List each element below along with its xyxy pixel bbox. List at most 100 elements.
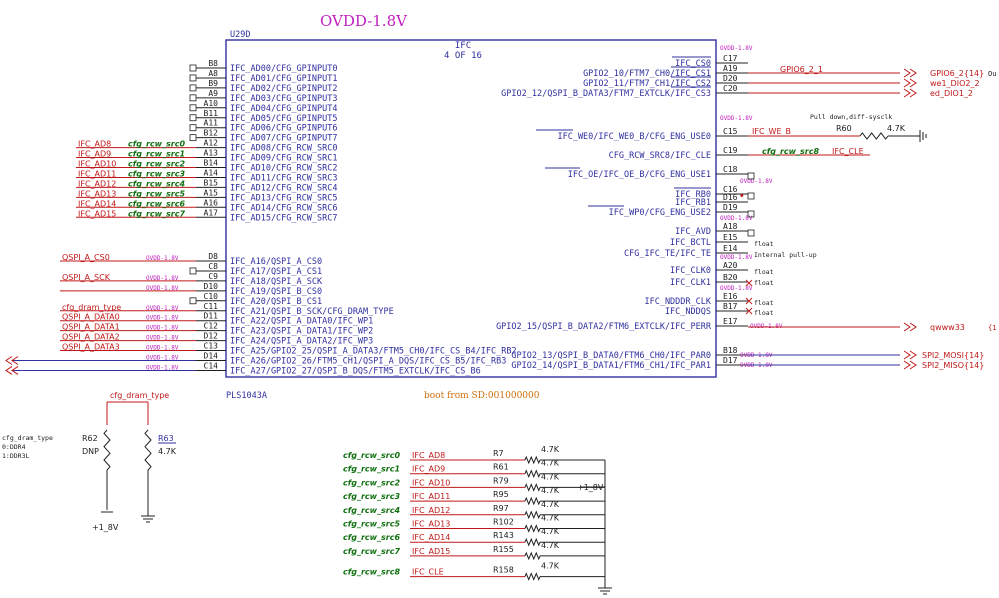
pin-number: D10 [204, 282, 219, 291]
pin-number: C15 [723, 127, 738, 136]
boot-note: boot from SD:001000000 [424, 391, 540, 401]
signal-label: cfg_rcw_src2 [343, 478, 400, 487]
truncated-label: {1 [988, 324, 996, 332]
pin-number: B12 [204, 129, 219, 138]
signal-label: cfg_rcw_src1 [128, 150, 185, 159]
pin-number: A14 [204, 168, 219, 177]
nc-box-icon [189, 124, 197, 132]
note: float [754, 268, 774, 276]
res-val: 4.7K [541, 500, 560, 509]
res-val: 4.7K [541, 514, 560, 523]
nc-x-icon [745, 307, 753, 315]
resistor-symbol [524, 537, 541, 547]
pin-name: IFC_A23/QSPI_A_DATA1/IFC_WP2 [230, 327, 373, 337]
net-label: IFC_WE_B [752, 127, 791, 136]
pin-number: D8 [208, 252, 218, 261]
res-ref: R79 [493, 476, 509, 485]
signal-label: cfg_rcw_src5 [128, 189, 185, 198]
rail-label: OVDD-1.8V [740, 178, 773, 185]
net-label: QSPI_A_DATA3 [62, 343, 120, 352]
net-label: QSPI_A_CS0 [62, 253, 110, 262]
rail-label: OVDD-1.8V [146, 364, 179, 371]
pin-number: B8 [208, 59, 218, 68]
pin-number: B15 [204, 178, 219, 187]
pull-note: Pull down,diff-sysclk [810, 113, 892, 121]
res-val: 4.7K [887, 124, 906, 133]
signal-label: cfg_rcw_src3 [343, 492, 400, 501]
signal-label: cfg_rcw_src2 [128, 160, 185, 169]
nc-box-icon [189, 74, 197, 82]
rail-label: OVDD-1.8V [146, 305, 179, 312]
pin-name: IFC_A27/GPIO2_27/QSPI_B_DQS/FTM5_EXTCLK/… [230, 366, 481, 376]
net-label: QSPI_A_DATA0 [62, 313, 120, 322]
net-label: QSPI_A_DATA2 [62, 333, 120, 342]
rail-label: OVDD-1.8V [720, 215, 753, 222]
power-label: +1_8V [577, 483, 604, 492]
pin-name: IFC_AD02/CFG_GPINPUT2 [230, 84, 337, 94]
pin-number: C18 [723, 165, 738, 174]
pin-name: IFC_AD09/CFG_RCW_SRC1 [230, 154, 337, 164]
pin-name: IFC_AD08/CFG_RCW_SRC0 [230, 144, 337, 154]
res-ref: R61 [493, 463, 509, 472]
net-label: IFC_AD14 [412, 533, 450, 542]
pin-name: IFC_RB0 [675, 190, 711, 200]
pin-number: A16 [204, 198, 219, 207]
pin-number: E17 [723, 317, 738, 326]
port-icon [903, 350, 917, 360]
pin-number: C19 [723, 146, 738, 155]
rail-label: OVDD-1.8V [720, 285, 753, 292]
res-val: 4.7K [541, 562, 560, 571]
net-label: IFC_AD13 [412, 520, 450, 529]
res-val: 4.7K [541, 486, 560, 495]
pin-number: D16 [723, 193, 738, 202]
pin-name: IFC_A18/QSPI_A_SCK [230, 277, 323, 287]
pin-name: CFG_RCW_SRC8/IFC_CLE [609, 151, 711, 161]
resistor-symbol [524, 524, 541, 533]
pin-number: E14 [723, 244, 738, 253]
pin-name: IFC_WE0/IFC_WE0_B/CFG_ENG_USE0 [557, 132, 711, 142]
net-label: IFC_CLE [412, 568, 444, 577]
pin-number: A13 [204, 149, 219, 158]
nc-box-icon [189, 84, 197, 92]
nc-box-icon [747, 210, 755, 218]
nc-box-icon [189, 267, 197, 275]
signal-label: cfg_rcw_src4 [128, 179, 185, 188]
pin-number: B18 [723, 346, 738, 355]
truncated-label: Ou [988, 70, 996, 78]
res-val: 4.7K [541, 527, 560, 536]
res-val: 4.7K [158, 447, 177, 456]
pin-number: D20 [723, 74, 738, 83]
pin-name: IFC_A16/QSPI_A_CS0 [230, 257, 322, 267]
net-label: cfg_dram_type [62, 303, 121, 312]
pin-name: IFC_RB1 [675, 198, 711, 208]
note: float [754, 299, 774, 307]
pin-name: IFC_WP0/CFG_ENG_USE2 [609, 208, 711, 218]
net-label: IFC_AD15 [78, 209, 116, 218]
rail-label: OVDD-1.8V [146, 325, 179, 332]
port-label: SPI2_MOSI{14} [922, 351, 984, 360]
nc-x-icon [745, 297, 753, 305]
pin-name: GPIO2_13/QSPI_B_DATA0/FTM6_CH0/IFC_PAR0 [511, 351, 711, 361]
rail-label: OVDD-1.8V [146, 275, 179, 282]
res-val: 4.7K [541, 445, 560, 454]
nc-box-icon [189, 297, 197, 305]
res-ref: R102 [493, 518, 514, 527]
rail-label: OVDD-1.8V [720, 254, 753, 261]
pin-number: C20 [723, 84, 738, 93]
res-val: DNP [82, 447, 99, 456]
rail-label: OVDD-1.8V [146, 315, 179, 322]
pin-name: IFC_NDDDR_CLK [644, 297, 711, 307]
nc-box-icon [189, 64, 197, 72]
res-ref: R143 [493, 531, 514, 540]
net-label: QSPI_A_SCK [62, 273, 111, 282]
note: 1:DDR3L [2, 452, 29, 460]
resistor-symbol [524, 572, 541, 581]
pin-name: IFC_CLK0 [670, 266, 711, 276]
resistor-symbol [524, 510, 541, 520]
net-label: IFC_AD9 [412, 465, 445, 474]
pin-name: IFC_AD07/CFG_GPINPUT7 [230, 134, 337, 144]
pin-number: A11 [204, 119, 219, 128]
pin-name: CFG_IFC_TE/IFC_TE [624, 249, 711, 259]
part-index: 4 OF 16 [444, 51, 482, 61]
rail-label: OVDD-1.8V [720, 115, 753, 122]
